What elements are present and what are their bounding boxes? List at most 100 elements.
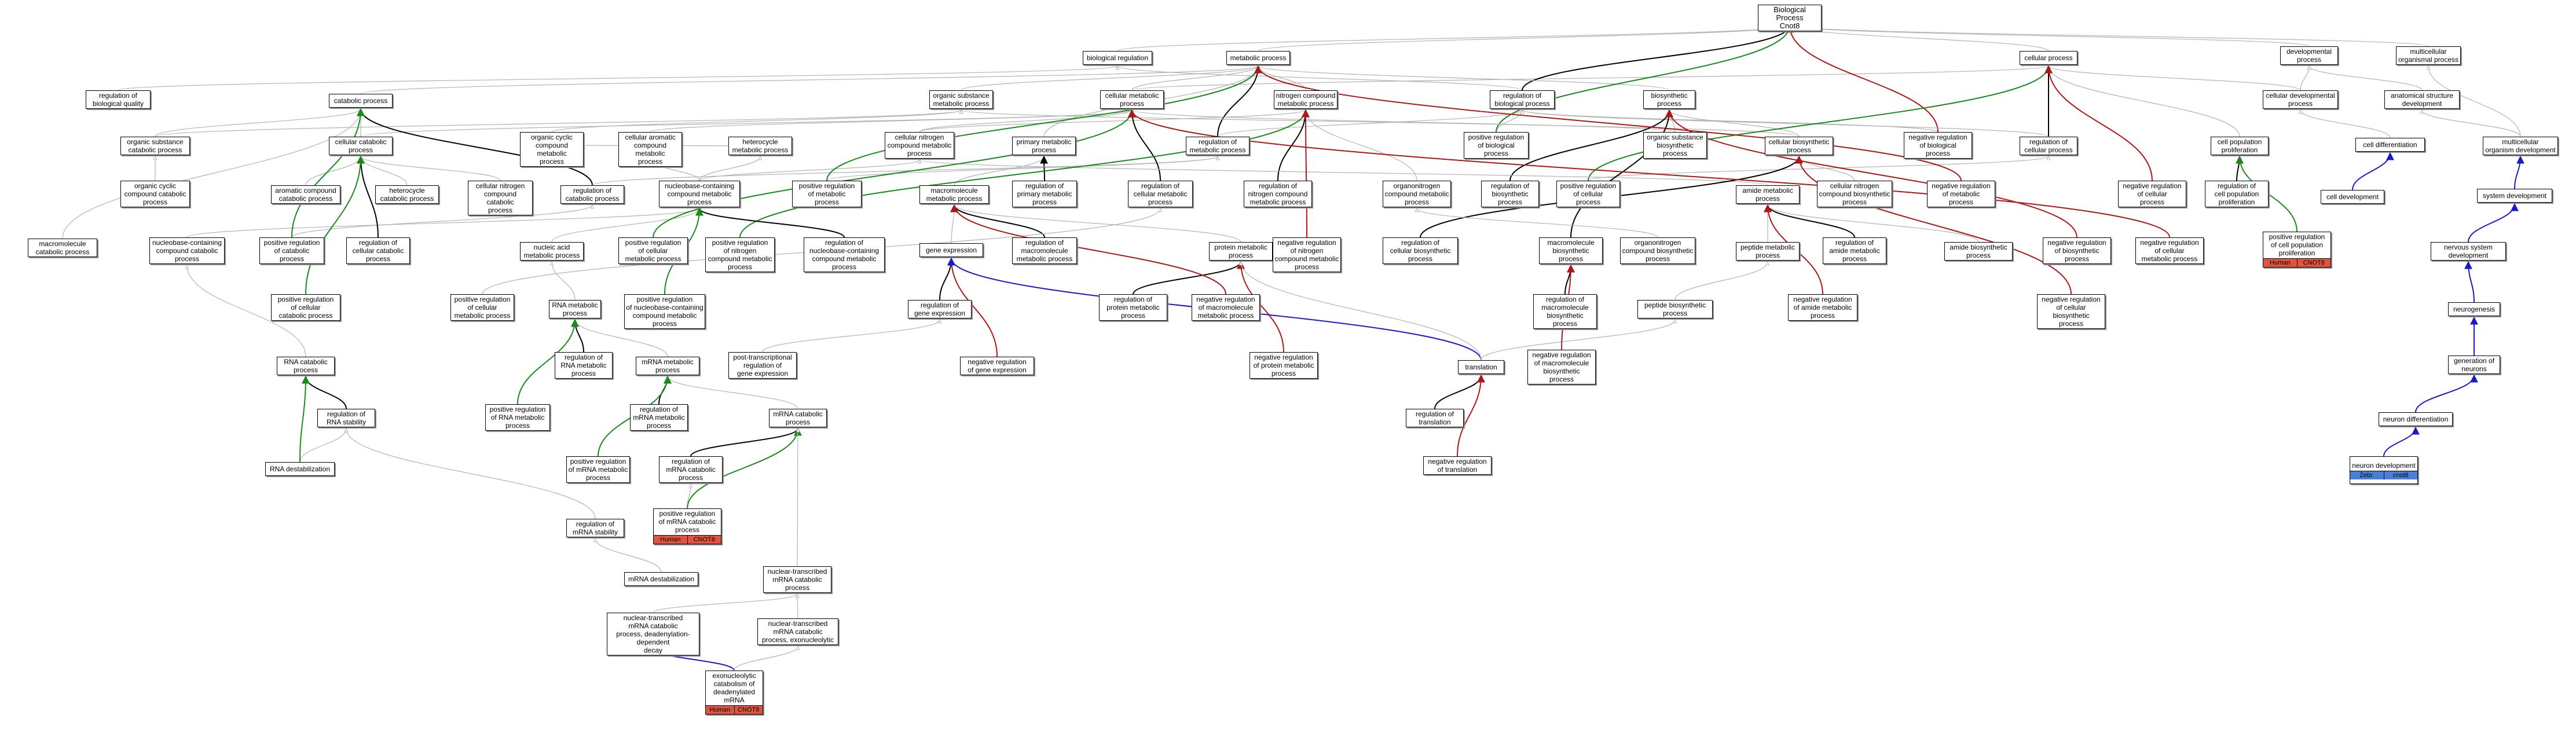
go-term-reg-cell-proc[interactable]: regulation of cellular process	[2020, 137, 2077, 155]
go-term-neg-reg-translation[interactable]: negative regulation of translation	[1423, 456, 1492, 475]
go-term-neurogenesis[interactable]: neurogenesis	[2448, 302, 2500, 316]
go-term-neg-reg-nitro-metab[interactable]: negative regulation of nitrogen compound…	[1273, 237, 1341, 272]
go-term-cell-metab[interactable]: cellular metabolic process	[1100, 90, 1164, 109]
go-term-pos-reg-cell-pop[interactable]: positive regulation of cell population p…	[2263, 232, 2331, 268]
go-term-arom-cat[interactable]: aromatic compound catabolic process	[271, 185, 340, 204]
go-term-reg-mrna-stab[interactable]: regulation of mRNA stability	[566, 519, 624, 537]
go-term-pos-reg-cell[interactable]: positive regulation of cellular process	[1556, 181, 1620, 207]
gene-tag[interactable]: CNOT8	[687, 536, 721, 544]
go-term-neg-reg-cell-metab[interactable]: negative regulation of cellular metaboli…	[2135, 237, 2204, 264]
go-term-reg-cell-pop[interactable]: regulation of cell population proliferat…	[2205, 181, 2269, 207]
go-term-neg-reg-cell[interactable]: negative regulation of cellular process	[2118, 181, 2186, 207]
go-term-metab[interactable]: metabolic process	[1226, 51, 1290, 65]
go-term-primary-metab[interactable]: primary metabolic process	[1012, 137, 1076, 155]
go-term-pos-reg-metab[interactable]: positive regulation of metabolic process	[792, 181, 862, 207]
go-term-reg-nitro-metab[interactable]: regulation of nitrogen compound metaboli…	[1244, 181, 1312, 207]
go-term-reg-bio-proc[interactable]: regulation of biological process	[1490, 90, 1555, 109]
go-term-mrna-destab[interactable]: mRNA destabilization	[624, 572, 698, 586]
go-term-anat-struct[interactable]: anatomical structure development	[2384, 90, 2460, 109]
go-term-pos-reg-mrna-metab[interactable]: positive regulation of mRNA metabolic pr…	[566, 456, 630, 483]
go-term-organonitro-biosyn[interactable]: organonitrogen compound biosynthetic pro…	[1620, 237, 1695, 264]
go-term-neg-reg-protein-metab[interactable]: negative regulation of protein metabolic…	[1249, 352, 1318, 379]
go-term-cell-biosyn[interactable]: cellular biosynthetic process	[1765, 137, 1833, 155]
go-term-reg-mrna-cat[interactable]: regulation of mRNA catabolic process	[659, 456, 723, 483]
species-tag[interactable]: Zebr.	[2350, 471, 2384, 479]
go-term-exo-dead[interactable]: exonucleolytic catabolism of deadenylate…	[705, 671, 763, 715]
go-term-organonitro-metab[interactable]: organonitrogen compound metabolic proces…	[1383, 181, 1451, 207]
go-term-bio-reg[interactable]: biological regulation	[1083, 51, 1152, 65]
go-term-gen-neurons[interactable]: generation of neurons	[2448, 356, 2500, 374]
go-term-multi-org[interactable]: multicellular organismal process	[2396, 46, 2461, 65]
go-term-hetero-metab[interactable]: heterocycle metabolic process	[728, 137, 792, 155]
go-term-neg-reg-gene-expr[interactable]: negative regulation of gene expression	[960, 357, 1034, 375]
go-term-pos-reg-mrna-cat[interactable]: positive regulation of mRNA catabolic pr…	[653, 508, 721, 544]
go-term-dev-proc[interactable]: developmental process	[2280, 46, 2338, 65]
go-term-peptide-metab[interactable]: peptide metabolic process	[1736, 242, 1800, 261]
go-term-reg-protein-metab[interactable]: regulation of protein metabolic process	[1099, 294, 1167, 321]
go-term-reg-mrna-metab[interactable]: regulation of mRNA metabolic process	[630, 404, 688, 431]
go-term-translation[interactable]: translation	[1458, 360, 1504, 374]
go-term-biosyn[interactable]: biosynthetic process	[1643, 90, 1695, 109]
go-term-cell-arom[interactable]: cellular aromatic compound metabolic pro…	[618, 132, 682, 167]
go-term-org-sub-biosyn[interactable]: organic substance biosynthetic process	[1643, 132, 1707, 159]
go-term-cell-dev-proc[interactable]: cellular developmental process	[2263, 90, 2338, 109]
go-term-reg-nuc-metab[interactable]: regulation of nucleobase-containing comp…	[804, 237, 885, 272]
gene-tag[interactable]: cnot8	[2383, 471, 2417, 479]
gene-tag[interactable]: CNOT8	[734, 706, 763, 714]
go-term-neuron-diff[interactable]: neuron differentiation	[2379, 412, 2453, 426]
go-term-nuc-cat[interactable]: nucleobase-containing compound catabolic…	[149, 237, 225, 264]
go-term-neg-reg-macro-biosyn[interactable]: negative regulation of macromolecule bio…	[1527, 350, 1596, 384]
go-term-reg-translation[interactable]: regulation of translation	[1406, 409, 1464, 427]
go-term-pos-reg-cat[interactable]: positive regulation of catabolic process	[259, 237, 324, 264]
species-tag[interactable]: Human	[706, 706, 734, 714]
go-term-reg-rna-metab[interactable]: regulation of RNA metabolic process	[555, 352, 613, 379]
go-term-peptide-biosyn[interactable]: peptide biosynthetic process	[1637, 300, 1713, 318]
go-term-cell-cat[interactable]: cellular catabolic process	[329, 137, 393, 155]
go-term-neg-reg-cell-biosyn[interactable]: negative regulation of cellular biosynth…	[2037, 294, 2105, 329]
go-term-cell-proc[interactable]: cellular process	[2020, 51, 2077, 65]
go-term-reg-rna-stab[interactable]: regulation of RNA stability	[317, 409, 375, 427]
go-term-rna-metab[interactable]: RNA metabolic process	[549, 300, 601, 318]
go-term-cell-development[interactable]: cell development	[2321, 190, 2384, 204]
go-term-hetero-cat[interactable]: heterocycle catabolic process	[375, 185, 439, 204]
go-term-nucleic-acid-metab[interactable]: nucleic acid metabolic process	[520, 242, 584, 261]
go-term-reg-gene-expr[interactable]: regulation of gene expression	[908, 300, 972, 318]
species-tag[interactable]: Human	[654, 536, 687, 544]
go-term-org-cyclic-cat[interactable]: organic cyclic compound catabolic proces…	[120, 181, 190, 207]
go-term-neg-reg-metab[interactable]: negative regulation of metabolic process	[1927, 181, 1995, 207]
go-term-nuc-metab[interactable]: nucleobase-containing compound metabolic…	[659, 181, 740, 207]
go-term-reg-metab[interactable]: regulation of metabolic process	[1186, 137, 1249, 155]
go-term-neg-reg-bio[interactable]: negative regulation of biological proces…	[1904, 132, 1972, 159]
go-term-amide-metab[interactable]: amide metabolic process	[1736, 185, 1800, 204]
go-term-reg-biosyn[interactable]: regulation of biosynthetic process	[1481, 181, 1539, 207]
go-term-cell-nitro-metab[interactable]: cellular nitrogen compound metabolic pro…	[885, 132, 954, 159]
go-term-cell-diff[interactable]: cell differentiation	[2355, 138, 2425, 152]
go-term-mrna-metab[interactable]: mRNA metabolic process	[636, 357, 699, 375]
go-term-cell-nitro-biosyn[interactable]: cellular nitrogen compound biosynthetic …	[1817, 181, 1892, 207]
go-term-cell-pop-prolif[interactable]: cell population proliferation	[2211, 137, 2269, 155]
gene-tag[interactable]: CNOT8	[2296, 259, 2331, 267]
go-term-gene-expr[interactable]: gene expression	[919, 243, 983, 257]
go-term-nuc-mrna-dead[interactable]: nuclear-transcribed mRNA catabolic proce…	[607, 613, 699, 655]
go-term-macro-metab[interactable]: macromolecule metabolic process	[919, 185, 989, 204]
go-term-post-trans-reg[interactable]: post-transcriptional regulation of gene …	[728, 352, 797, 379]
go-term-reg-cell-metab[interactable]: regulation of cellular metabolic process	[1128, 181, 1193, 207]
go-term-macro-biosyn[interactable]: macromolecule biosynthetic process	[1539, 237, 1603, 264]
go-term-reg-cell-biosyn[interactable]: regulation of cellular biosynthetic proc…	[1383, 237, 1458, 264]
go-term-reg-cell-cat[interactable]: regulation of cellular catabolic process	[346, 237, 410, 264]
go-term-reg-cat[interactable]: regulation of catabolic process	[560, 185, 624, 204]
go-term-pos-reg-nuc-cat[interactable]: positive regulation of nucleobase-contai…	[624, 294, 705, 329]
go-term-reg-primary-metab[interactable]: regulation of primary metabolic process	[1012, 181, 1077, 207]
go-term-nervous-sys-dev[interactable]: nervous system development	[2431, 242, 2506, 261]
go-term-multi-org-dev[interactable]: multicellular organism development	[2483, 137, 2558, 155]
go-term-reg-bio-quality[interactable]: regulation of biological quality	[86, 90, 151, 109]
go-term-bp[interactable]: Biological Process Cnot8	[1758, 5, 1822, 31]
go-term-pos-reg-bio[interactable]: positive regulation of biological proces…	[1464, 132, 1529, 159]
go-term-amide-biosyn[interactable]: amide biosynthetic process	[1944, 242, 2013, 261]
go-term-rna-destab[interactable]: RNA destabilization	[265, 462, 335, 476]
go-term-system-dev[interactable]: system development	[2477, 189, 2552, 203]
go-term-pos-reg-cell-metab[interactable]: positive regulation of cellular metaboli…	[618, 237, 688, 264]
go-term-catabolic[interactable]: catabolic process	[329, 94, 393, 108]
go-term-neg-reg-macro-metab[interactable]: negative regulation of macromolecule met…	[1192, 294, 1260, 321]
